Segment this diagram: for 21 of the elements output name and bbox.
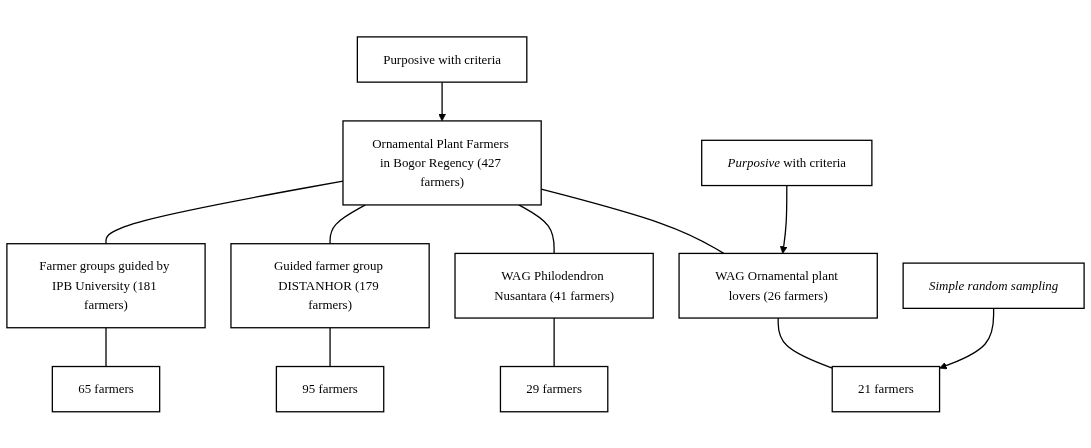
node-box: WAG Philodendron Nusantara (41 farmers): [454, 252, 654, 319]
connector: [105, 326, 107, 367]
arrow: [939, 307, 995, 369]
connector: [329, 203, 367, 245]
connector: [329, 326, 331, 367]
connector: [518, 203, 555, 254]
node-box: WAG Ornamental plant lovers (26 farmers): [678, 252, 878, 319]
node-box: Guided farmer group DISTANHOR (179 farmers): [230, 242, 430, 329]
arrow: [779, 184, 788, 254]
node-box: Purposive with criteria: [701, 139, 873, 186]
connector: [553, 317, 555, 367]
node-box: 29 farmers: [499, 365, 609, 413]
connector: [777, 317, 833, 369]
node-box: 95 farmers: [275, 365, 385, 413]
node-box: Farmer groups guided by IPB University (181 farmers): [6, 242, 206, 329]
arrow: [438, 81, 446, 121]
node-box: Purposive with criteria: [356, 35, 528, 83]
node-box: 65 farmers: [51, 365, 161, 413]
node-box: 21 farmers: [831, 365, 941, 413]
node-box: Simple random sampling: [902, 262, 1085, 309]
node-box: Ornamental Plant Farmers in Bogor Regency (427 farmers): [342, 119, 542, 206]
